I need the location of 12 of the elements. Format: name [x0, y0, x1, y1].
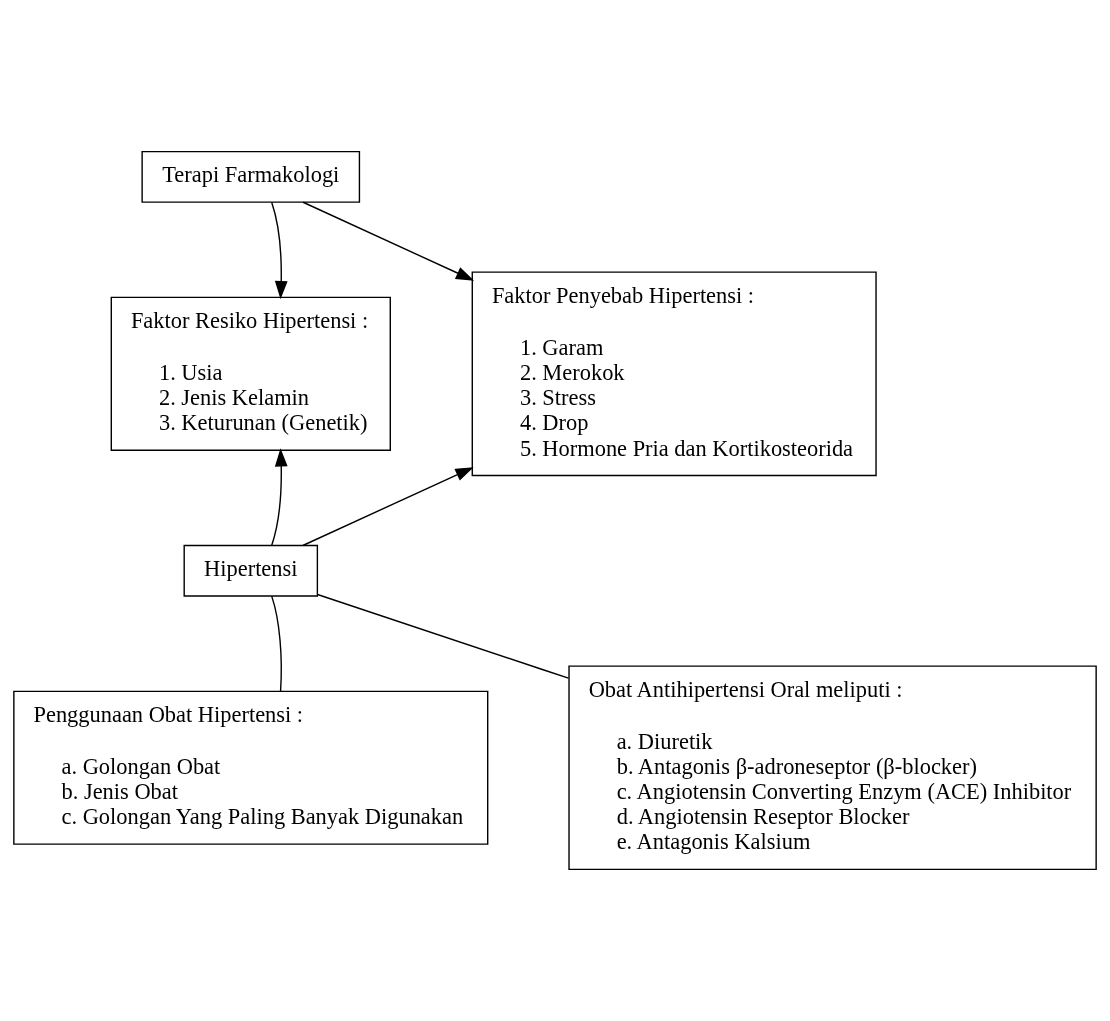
arrow [302, 467, 474, 547]
node-box: Penggunaan Obat Hipertensi : a. Golongan Obat b. Jenis Obat c. Golongan Yang Paling Banyak Digunakan [13, 690, 489, 845]
connector [271, 595, 282, 692]
node-box: Obat Antihipertensi Oral meliputi : a. Diuretik b. Antagonis β-adroneseptor (β-blocker) c. Angiotensin Converting Enzym (ACE) Inhibitor d. Angiotensin Reseptor Blocker e. Antagonis Kalsium [568, 665, 1097, 871]
node-box: Terapi Farmakologi [141, 150, 361, 203]
arrow [302, 201, 475, 281]
arrow [271, 201, 288, 300]
node-box: Faktor Penyebab Hipertensi : 1. Garam 2. Merokok 3. Stress 4. Drop 5. Hormone Pria dan Kortikosteorida [471, 271, 877, 477]
node-box: Faktor Resiko Hipertensi : 1. Usia 2. Jenis Kelamin 3. Keturunan (Genetik) [110, 296, 391, 451]
node-box: Hipertensi [183, 544, 319, 597]
connector [316, 593, 570, 679]
arrow [271, 448, 288, 546]
